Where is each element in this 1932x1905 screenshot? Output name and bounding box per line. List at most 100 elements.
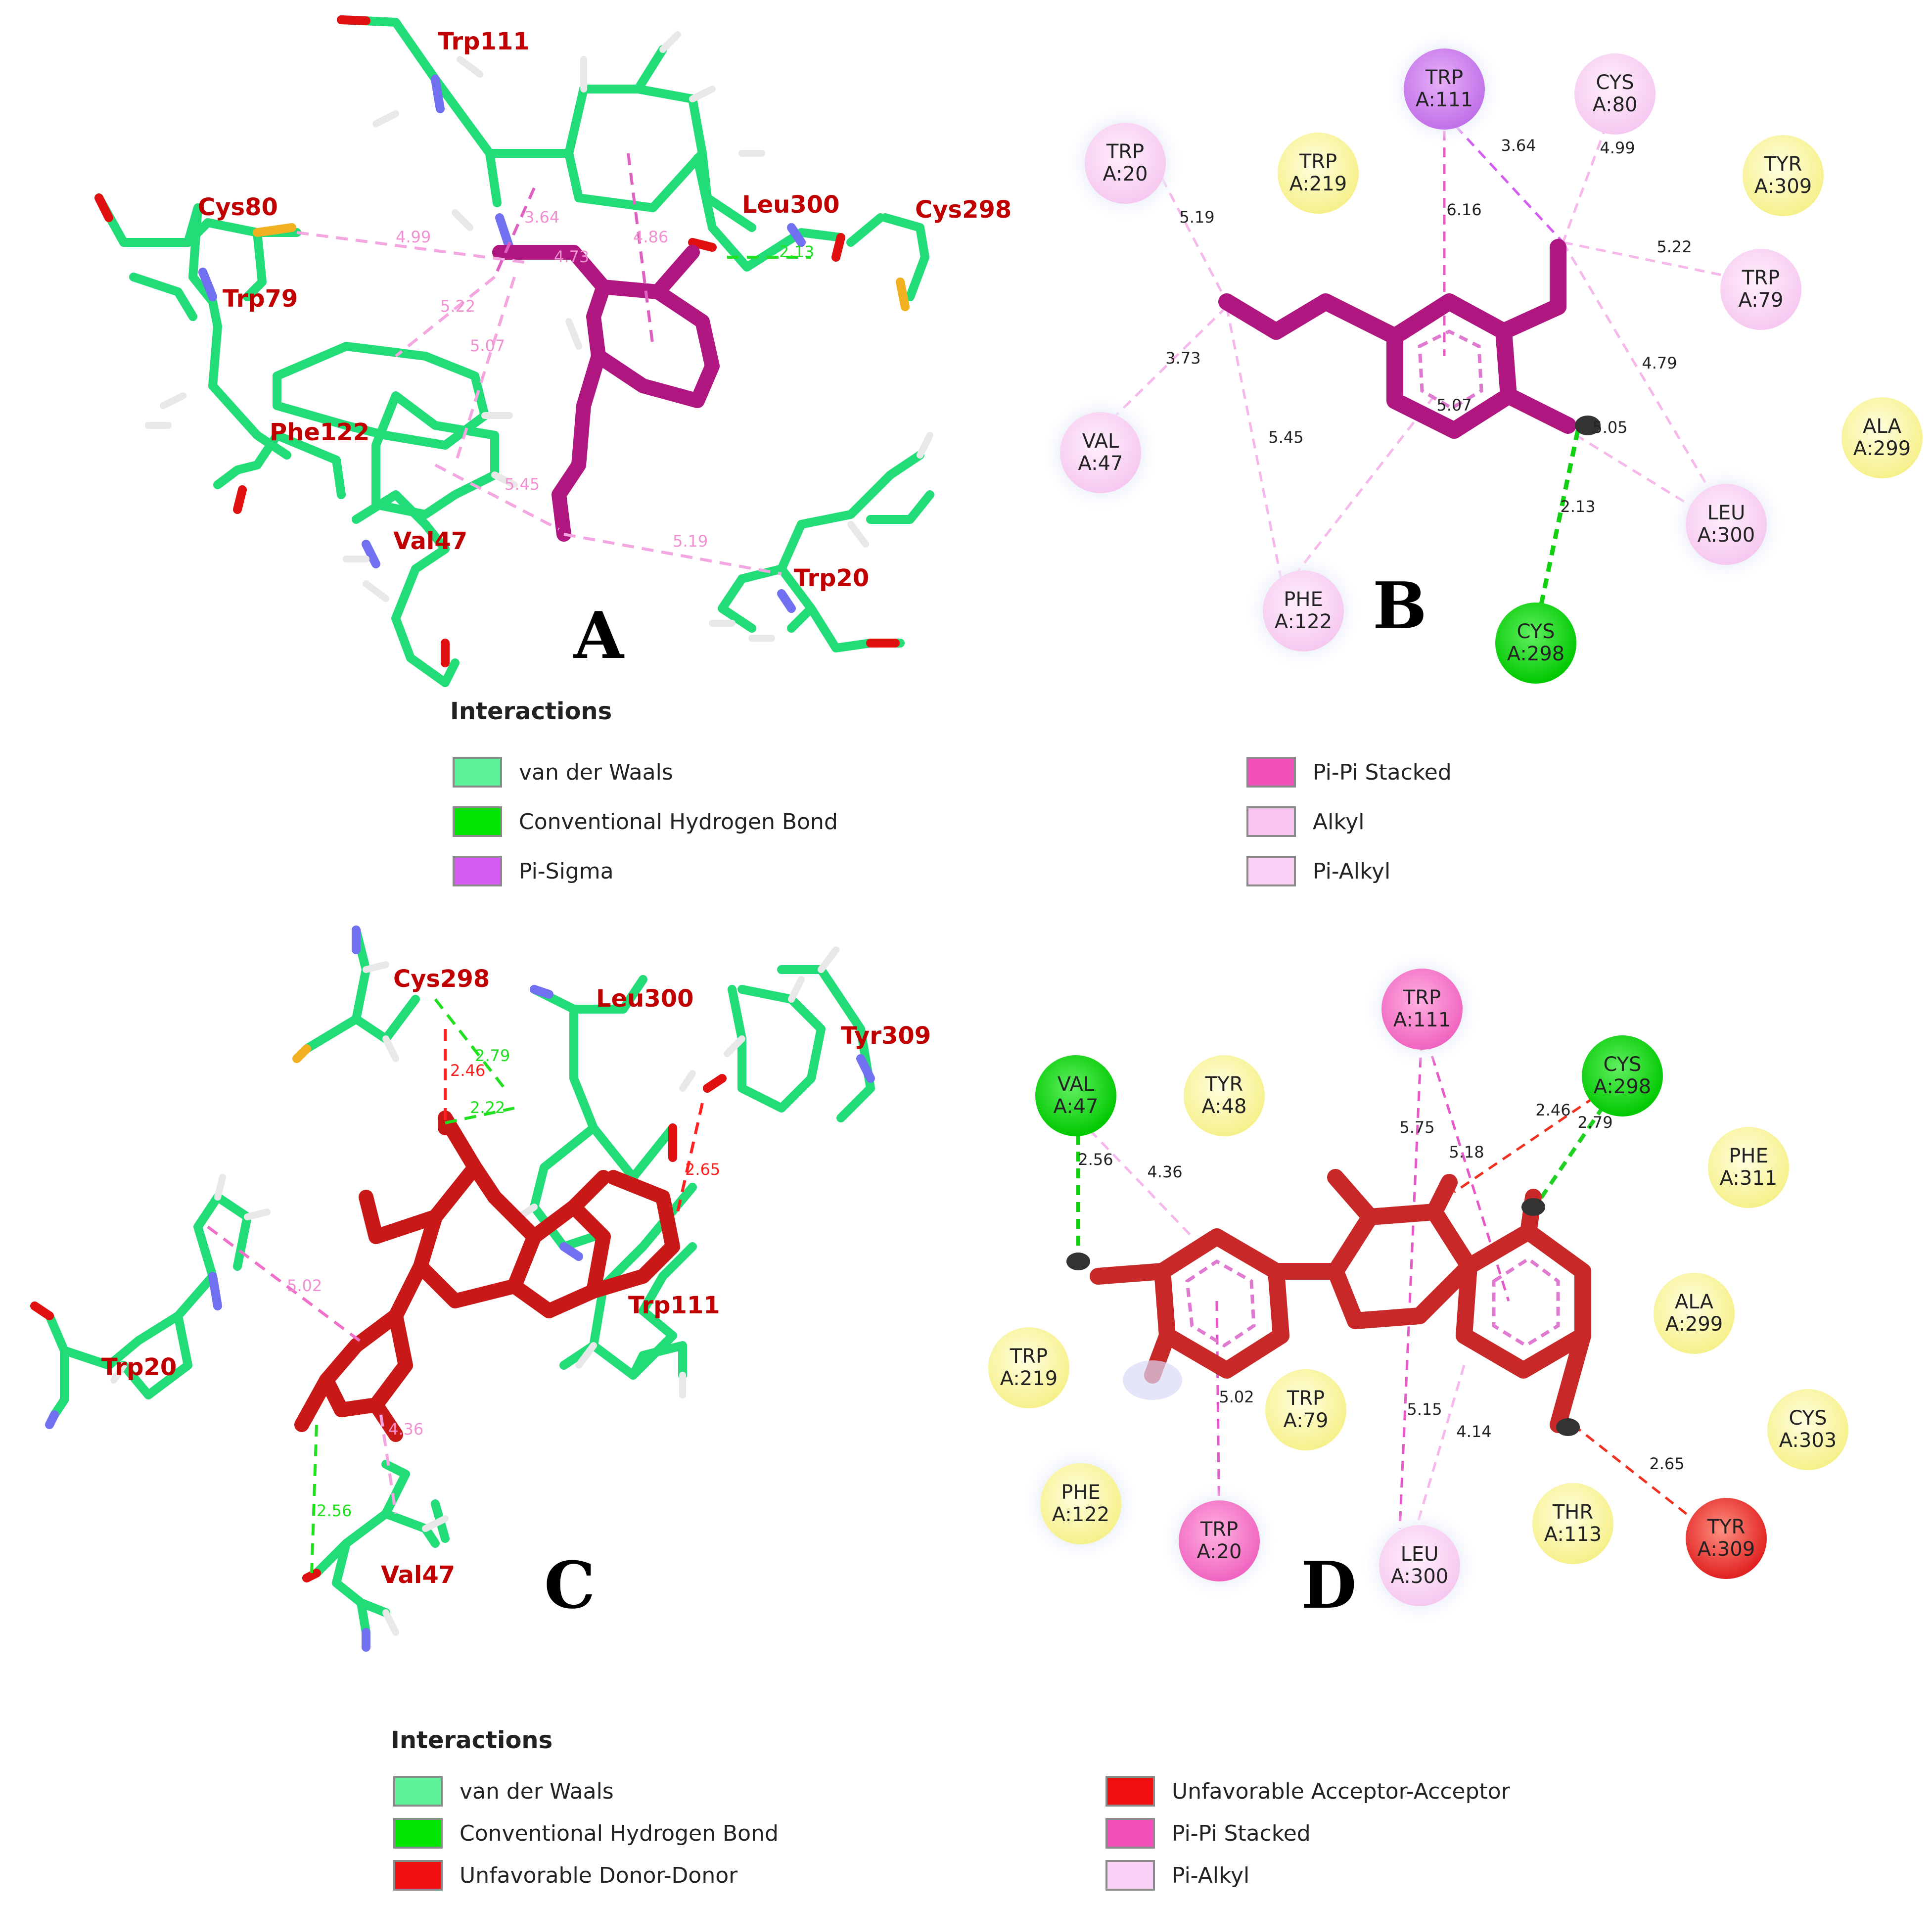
svg-text:A:303: A:303 [1779, 1429, 1837, 1452]
panel-d-distance: 2.65 [1649, 1454, 1684, 1473]
residue-node: CYS A:298 [1582, 1035, 1663, 1116]
panel-a-hydrogens [145, 31, 933, 642]
panel-d-distance: 2.46 [1535, 1101, 1570, 1119]
residue-label: Cys80 [198, 193, 278, 221]
svg-text:A:299: A:299 [1665, 1313, 1723, 1336]
panel-a-atom-caps [94, 15, 910, 667]
legend-item: Alkyl [1246, 806, 1365, 837]
svg-text:A:20: A:20 [1196, 1540, 1242, 1563]
panel-d-distance: 5.18 [1449, 1143, 1484, 1162]
residue-node: ALA A:299 [1841, 397, 1923, 478]
panel-a-distance: 5.22 [440, 297, 475, 316]
panel-letter: A [573, 598, 625, 673]
legend-item: Pi-Alkyl [1246, 856, 1390, 886]
legend-swatch [453, 806, 502, 837]
svg-text:A:299: A:299 [1853, 437, 1911, 460]
legend-label: Unfavorable Acceptor-Acceptor [1172, 1778, 1510, 1804]
svg-text:A:300: A:300 [1698, 524, 1755, 547]
svg-text:CYS: CYS [1789, 1407, 1827, 1430]
residue-node: VAL A:47 [1044, 396, 1157, 510]
residue-node: PHE A:311 [1708, 1127, 1789, 1208]
residue-label: Trp79 [223, 285, 298, 313]
residue-node: PHE A:122 [1246, 554, 1360, 668]
svg-text:TRP: TRP [1200, 1518, 1238, 1541]
svg-text:LEU: LEU [1707, 502, 1746, 524]
panel-b-distance: 5.45 [1268, 428, 1303, 447]
panel-c-distance: 2.22 [470, 1098, 505, 1117]
residue-label: Cys298 [915, 196, 1012, 224]
panel-b-distance-labels: 3.64 4.99 5.19 6.16 5.22 3.73 4.79 5.07 … [1165, 136, 1692, 516]
panel-letter: C [544, 1547, 595, 1623]
svg-text:A:20: A:20 [1103, 163, 1148, 186]
svg-text:TRP: TRP [1742, 267, 1780, 289]
residue-label: Phe122 [270, 418, 369, 446]
panel-d: 2.46 2.79 5.75 5.18 2.56 4.36 5.02 5.15 … [988, 952, 1848, 1623]
residue-node: PHE A:122 [1024, 1447, 1138, 1561]
legend-label: Conventional Hydrogen Bond [519, 809, 838, 835]
legend-item: Unfavorable Acceptor-Acceptor [1105, 1776, 1510, 1807]
panel-b-hydroxyl-h [1575, 416, 1601, 435]
legend-swatch [393, 1776, 443, 1807]
residue-node: TRP A:79 [1265, 1369, 1346, 1450]
residue-label: Cys298 [393, 965, 490, 993]
panel-a-distance-labels: 4.99 3.64 4.73 4.86 2.13 5.22 5.07 5.45 … [396, 208, 814, 551]
panel-c-protein-sticks [45, 926, 875, 1637]
legend-label: Unfavorable Donor-Donor [460, 1862, 738, 1888]
legend-swatch [1105, 1818, 1155, 1849]
panel-c-distance: 2.65 [685, 1160, 720, 1179]
residue-node: TRP A:219 [988, 1327, 1069, 1408]
panel-c-distance-labels: 2.79 2.46 2.22 2.65 5.02 2.56 4.36 [287, 1046, 720, 1520]
residue-node: CYS A:303 [1767, 1389, 1848, 1470]
panel-d-hydroxyl-h [1556, 1418, 1580, 1436]
legend-label: van der Waals [460, 1778, 614, 1804]
svg-text:A:111: A:111 [1393, 1009, 1451, 1031]
panel-b-distance: 5.07 [1436, 396, 1472, 415]
residue-label: Trp111 [438, 28, 530, 55]
svg-text:TRP: TRP [1010, 1345, 1048, 1368]
svg-text:A:48: A:48 [1201, 1095, 1246, 1118]
panel-a-distance: 3.64 [524, 208, 559, 227]
residue-label: Trp20 [794, 564, 869, 592]
panel-d-hydroxyl-h [1521, 1198, 1545, 1216]
panel-a-distance: 5.07 [470, 336, 505, 355]
residue-label: Val47 [393, 527, 467, 555]
svg-text:TYR: TYR [1205, 1073, 1243, 1096]
panel-c-ligand [294, 1111, 680, 1442]
svg-text:VAL: VAL [1082, 430, 1119, 453]
panel-c-atom-caps [30, 926, 875, 1652]
panel-a: 4.99 3.64 4.73 4.86 2.13 5.22 5.07 5.45 … [94, 15, 1012, 687]
legend-swatch [1105, 1776, 1155, 1807]
panel-b-distance: 2.13 [1560, 497, 1595, 516]
svg-text:A:113: A:113 [1544, 1523, 1602, 1546]
residue-node: LEU A:300 [1363, 1509, 1476, 1623]
residue-label: Trp20 [101, 1353, 177, 1381]
panel-c-distance: 2.46 [450, 1061, 485, 1080]
panel-a-distance: 2.13 [779, 242, 814, 261]
panel-b-distance: 5.05 [1592, 418, 1627, 437]
panel-a-distance: 5.45 [505, 475, 540, 494]
panel-a-distance: 4.86 [633, 228, 668, 246]
panel-d-methyl-shade [1123, 1360, 1182, 1400]
svg-text:TRP: TRP [1425, 66, 1463, 89]
legend-label: Pi-Sigma [519, 858, 614, 884]
legend-item: van der Waals [453, 757, 673, 788]
panel-b-nodes: TRP A:111 CYS A:80 TRP A:20 TRP A:219 [1044, 32, 1923, 684]
panel-d-distance: 5.75 [1399, 1118, 1434, 1137]
legend-swatch [1105, 1860, 1155, 1891]
panel-b-ligand [1218, 239, 1576, 439]
panel-d-aromatic-ring [1492, 1256, 1560, 1348]
panel-a-distance: 4.73 [554, 247, 589, 266]
legend-item: Pi-Alkyl [1105, 1860, 1249, 1891]
legend-title: Interactions [450, 697, 612, 725]
panel-c-distance: 2.56 [317, 1501, 352, 1520]
svg-text:A:300: A:300 [1391, 1565, 1448, 1588]
legend-swatch [393, 1860, 443, 1891]
panel-letter: B [1373, 568, 1427, 644]
svg-text:TRP: TRP [1403, 986, 1441, 1009]
panel-a-distance: 4.99 [396, 228, 431, 246]
legend-swatch [1246, 806, 1296, 837]
svg-text:A:79: A:79 [1283, 1409, 1328, 1432]
legend-label: Pi-Alkyl [1172, 1862, 1250, 1888]
panel-d-distance: 2.79 [1577, 1113, 1612, 1132]
residue-node: ALA A:299 [1654, 1273, 1735, 1354]
